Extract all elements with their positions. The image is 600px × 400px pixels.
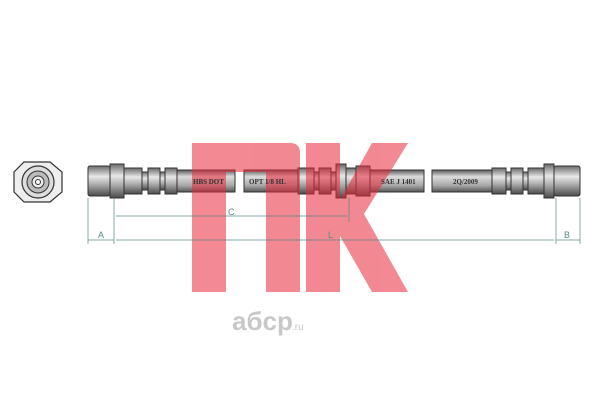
watermark-brand: aбcp — [232, 306, 293, 336]
fitting-end-view — [13, 161, 63, 203]
dimension-l-label: L — [328, 230, 333, 240]
dimension-lines — [87, 198, 581, 244]
hose-label-3: SAE J 1401 — [381, 178, 416, 186]
dimension-c-label: C — [228, 207, 235, 217]
hose-label-2: OPT 1/8 HL — [249, 178, 286, 186]
dimension-b-label: B — [564, 230, 570, 240]
left-fitting — [87, 163, 178, 199]
hose-label-4: 2Q/2009 — [453, 178, 478, 186]
nk-logo — [192, 143, 408, 292]
watermark-suffix: .ru — [292, 322, 304, 333]
hose-label-1: HBS DOT — [193, 178, 224, 186]
right-fitting — [491, 163, 581, 199]
dimension-a-label: A — [98, 230, 104, 240]
